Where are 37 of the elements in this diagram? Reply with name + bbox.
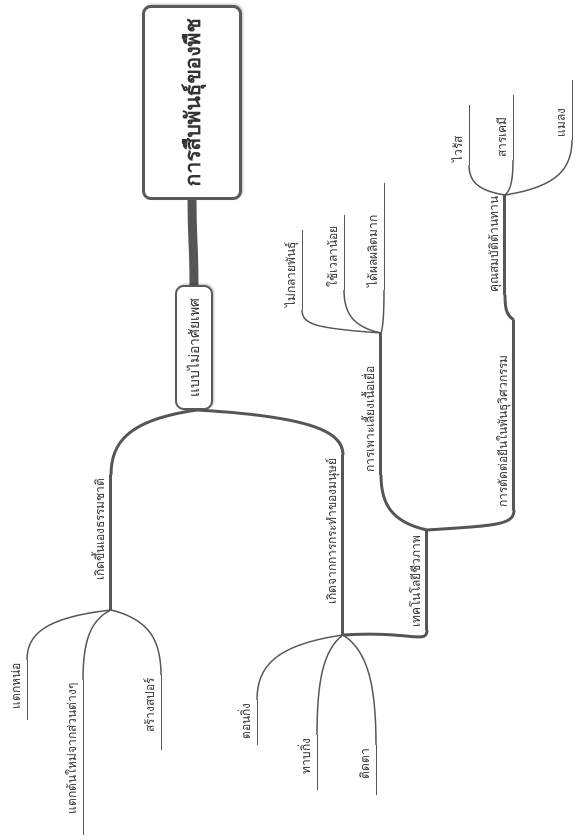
branch-line <box>110 408 198 476</box>
branch-line <box>256 634 344 700</box>
branch-line <box>343 290 382 334</box>
branch-line <box>468 164 506 196</box>
branch-label: เกิดขึ้นเองธรรมชาติ <box>92 475 112 610</box>
branch-label: แตกต้นใหม่จากส่วนต่างๆ <box>64 680 84 835</box>
branch-label: สร้างสปอร์ <box>142 675 162 750</box>
branch-line <box>301 310 382 334</box>
branch-line <box>316 634 344 735</box>
branch-line <box>26 609 112 660</box>
branch-line <box>82 609 112 680</box>
branch-label: ทาบกิ่ง <box>298 735 318 790</box>
branch-line <box>188 200 198 286</box>
branch-label: ได้ผลผลิตมาก <box>365 183 385 290</box>
branch-label: สารเคมี <box>494 95 514 160</box>
branch-label: แมลง <box>553 80 573 140</box>
branch-label: คุณสมบัติต้านทาน <box>486 195 506 295</box>
branch-label: ไวรัส <box>450 105 470 165</box>
branch-label: การเพาะเลี้ยงเนื้อเยื่อ <box>362 333 382 475</box>
topic-box: แบบไม่อาศัยเพศ <box>175 285 213 410</box>
branch-line <box>196 408 344 456</box>
branch-label: ตอนกิ่ง <box>238 700 258 745</box>
branch-line <box>380 290 385 334</box>
branch-label: ไม่กลายพันธุ์ <box>283 230 303 310</box>
branch-line <box>380 474 428 532</box>
branch-line <box>342 634 377 745</box>
branch-line <box>504 294 515 322</box>
branch-line <box>504 140 573 196</box>
branch-label: แตกหน่อ <box>8 660 28 720</box>
branch-line <box>504 160 514 196</box>
branch-label: การตัดต่อยีนในพันธุวิศวกรรม <box>495 320 515 510</box>
branch-line <box>110 609 162 676</box>
branch-label: ติดตา <box>357 745 377 795</box>
branch-label: เกิดจากการกระทำของมนุษย์ <box>324 455 344 635</box>
branch-label: ใช้เวลาน้อย <box>325 215 345 290</box>
topic-box: การสืบพันธุ์ของพืช <box>142 5 242 200</box>
branch-label: เทคโนโลยีชีวภาพ <box>408 530 428 630</box>
